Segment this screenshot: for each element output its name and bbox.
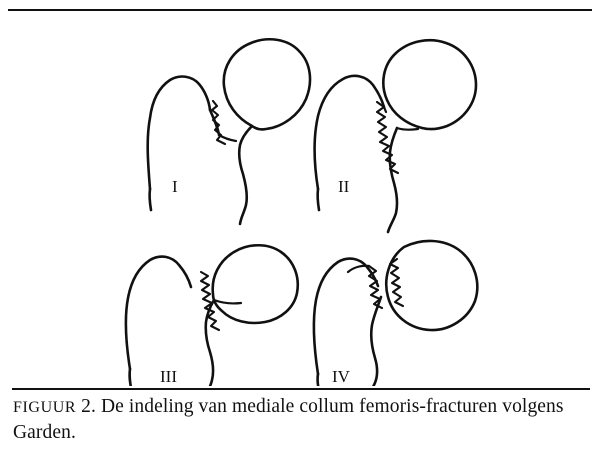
caption-figure-word: FIGUUR [13,399,77,416]
calcar-femorale-2 [386,126,399,234]
calcar-femorale-3 [204,298,216,386]
neck-notch-3 [212,298,243,305]
greater-trochanter-outline-2 [313,74,386,191]
fracture-line-incomplete-1 [210,99,227,146]
femoral-head-outline-3 [211,243,300,325]
caption-line-1-text: De indeling van mediale collum femoris-f… [95,396,498,417]
femoral-head-outline-2 [382,39,478,131]
shaft-left-outline-2 [316,187,321,212]
fracture-line-head-4 [388,257,405,308]
panel-garden-type-4: IV [312,239,479,386]
figure-illustration-area: I II [0,14,600,386]
fracture-line-stump-4 [367,264,384,310]
neck-notch-2 [395,126,420,131]
panel-garden-type-3: III [124,243,300,386]
greater-trochanter-outline-1 [146,75,212,191]
panel-numeral-2: II [338,177,350,196]
greater-trochanter-outline-3 [124,255,193,371]
shaft-left-outline-4 [316,372,320,386]
panel-numeral-4: IV [332,367,351,386]
femoral-head-outline-4 [384,239,479,332]
calcar-femorale-1 [237,124,254,226]
caption-divider-rule [12,388,590,390]
fracture-line-complete-3 [199,270,221,332]
panel-garden-type-2: II [313,39,478,234]
shaft-left-outline-1 [148,187,153,212]
top-divider-rule [8,9,592,11]
shaft-left-outline-3 [128,367,132,386]
panel-numeral-3: III [160,367,177,386]
panel-garden-type-1: I [146,37,312,226]
greater-trochanter-outline-4 [312,257,380,376]
figure-caption: FIGUUR 2. De indeling van mediale collum… [13,394,593,445]
neck-stump-hook-4 [346,264,371,274]
panel-numeral-1: I [172,177,178,196]
caption-line-2-text: volgens Garden. [13,396,564,443]
caption-figure-number: 2. [81,396,96,417]
garden-classification-drawing: I II [124,37,479,386]
calcar-femorale-4 [369,295,383,386]
fracture-line-complete-2 [375,100,400,175]
femoral-head-outline-1 [222,37,312,131]
